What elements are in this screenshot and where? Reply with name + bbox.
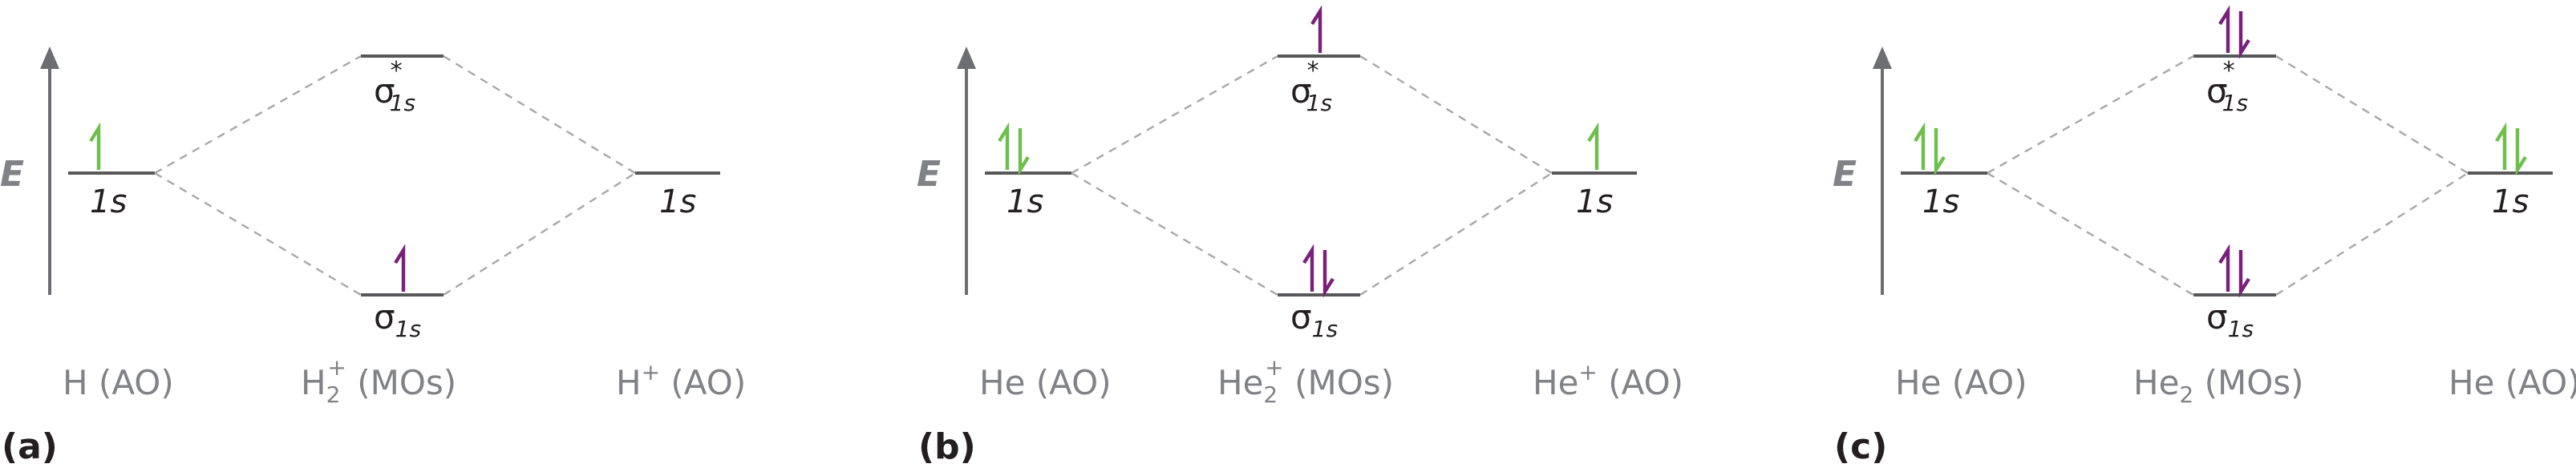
left-ao-electron-down (1018, 128, 1030, 176)
antibonding-electron-down (2238, 11, 2250, 59)
panel-a: E 1s 1s σ*1s σ1s H (AO) H2+ (MOs) H+ (AO) (a) (0, 46, 746, 467)
right-ao-electron-up (1587, 122, 1599, 170)
bonding-mo-label: σ1s (374, 297, 421, 342)
left-ao-electron-up (89, 122, 101, 170)
right-species-label: He+ (AO) (1533, 359, 1683, 402)
bonding-electron-up (1302, 244, 1314, 292)
energy-label: E (0, 154, 24, 195)
correlation-line (1359, 171, 1553, 296)
right-ao-electron-up (2495, 122, 2507, 170)
mo-species-label: He2+ (MOs) (1217, 354, 1394, 408)
left-species-label: H (AO) (63, 363, 174, 402)
mo-species-label: He2 (MOs) (2133, 363, 2304, 408)
correlation-line (154, 171, 362, 296)
antibonding-electron-up (2218, 5, 2230, 53)
right-ao-label: 1s (2492, 184, 2529, 220)
right-ao-label: 1s (659, 184, 696, 220)
correlation-line (1071, 171, 1278, 296)
energy-label: E (917, 154, 941, 195)
antibonding-electron-up (1310, 5, 1322, 53)
correlation-line (1987, 171, 2194, 296)
left-ao-electron-up (998, 122, 1010, 170)
correlation-line (2275, 171, 2469, 296)
left-species-label: He (AO) (979, 363, 1112, 402)
bonding-electron-up (394, 244, 406, 292)
left-ao-electron-up (1914, 122, 1926, 170)
energy-label: E (1833, 154, 1857, 195)
correlation-line (154, 54, 362, 175)
panel-label: (c) (1834, 426, 1887, 467)
mo-species-label: H2+ (MOs) (301, 354, 456, 408)
right-ao-label: 1s (1576, 184, 1613, 220)
right-species-label: He (AO) (2448, 363, 2576, 402)
correlation-line (2275, 54, 2469, 175)
bonding-electron-up (2218, 244, 2230, 292)
correlation-line (1071, 54, 1278, 175)
right-ao-electron-down (2515, 128, 2527, 176)
left-ao-label: 1s (90, 184, 127, 220)
left-ao-label: 1s (1007, 184, 1043, 220)
correlation-line (443, 54, 636, 175)
right-species-label: H+ (AO) (616, 359, 746, 402)
energy-axis-arrow-icon (1873, 46, 1892, 69)
correlation-line (1359, 54, 1553, 175)
left-species-label: He (AO) (1895, 363, 2027, 402)
panel-label: (a) (2, 426, 58, 467)
left-ao-label: 1s (1922, 184, 1959, 220)
bonding-electron-down (1322, 250, 1335, 298)
antibonding-mo-label: σ*1s (2206, 57, 2248, 116)
antibonding-mo-label: σ*1s (374, 57, 415, 116)
correlation-line (1987, 54, 2194, 175)
bonding-electron-down (2238, 250, 2250, 298)
bonding-mo-label: σ1s (1290, 297, 1338, 342)
bonding-mo-label: σ1s (2206, 297, 2254, 342)
left-ao-electron-down (1934, 128, 1946, 176)
energy-axis-arrow-icon (40, 46, 59, 69)
panel-b: E 1s 1s σ*1s σ1s He (AO) He2+ (MOs) He+ (AO) (b) (917, 5, 1683, 467)
energy-axis-arrow-icon (957, 46, 976, 69)
correlation-line (443, 171, 636, 296)
panel-label: (b) (918, 426, 976, 467)
antibonding-mo-label: σ*1s (1290, 57, 1332, 116)
